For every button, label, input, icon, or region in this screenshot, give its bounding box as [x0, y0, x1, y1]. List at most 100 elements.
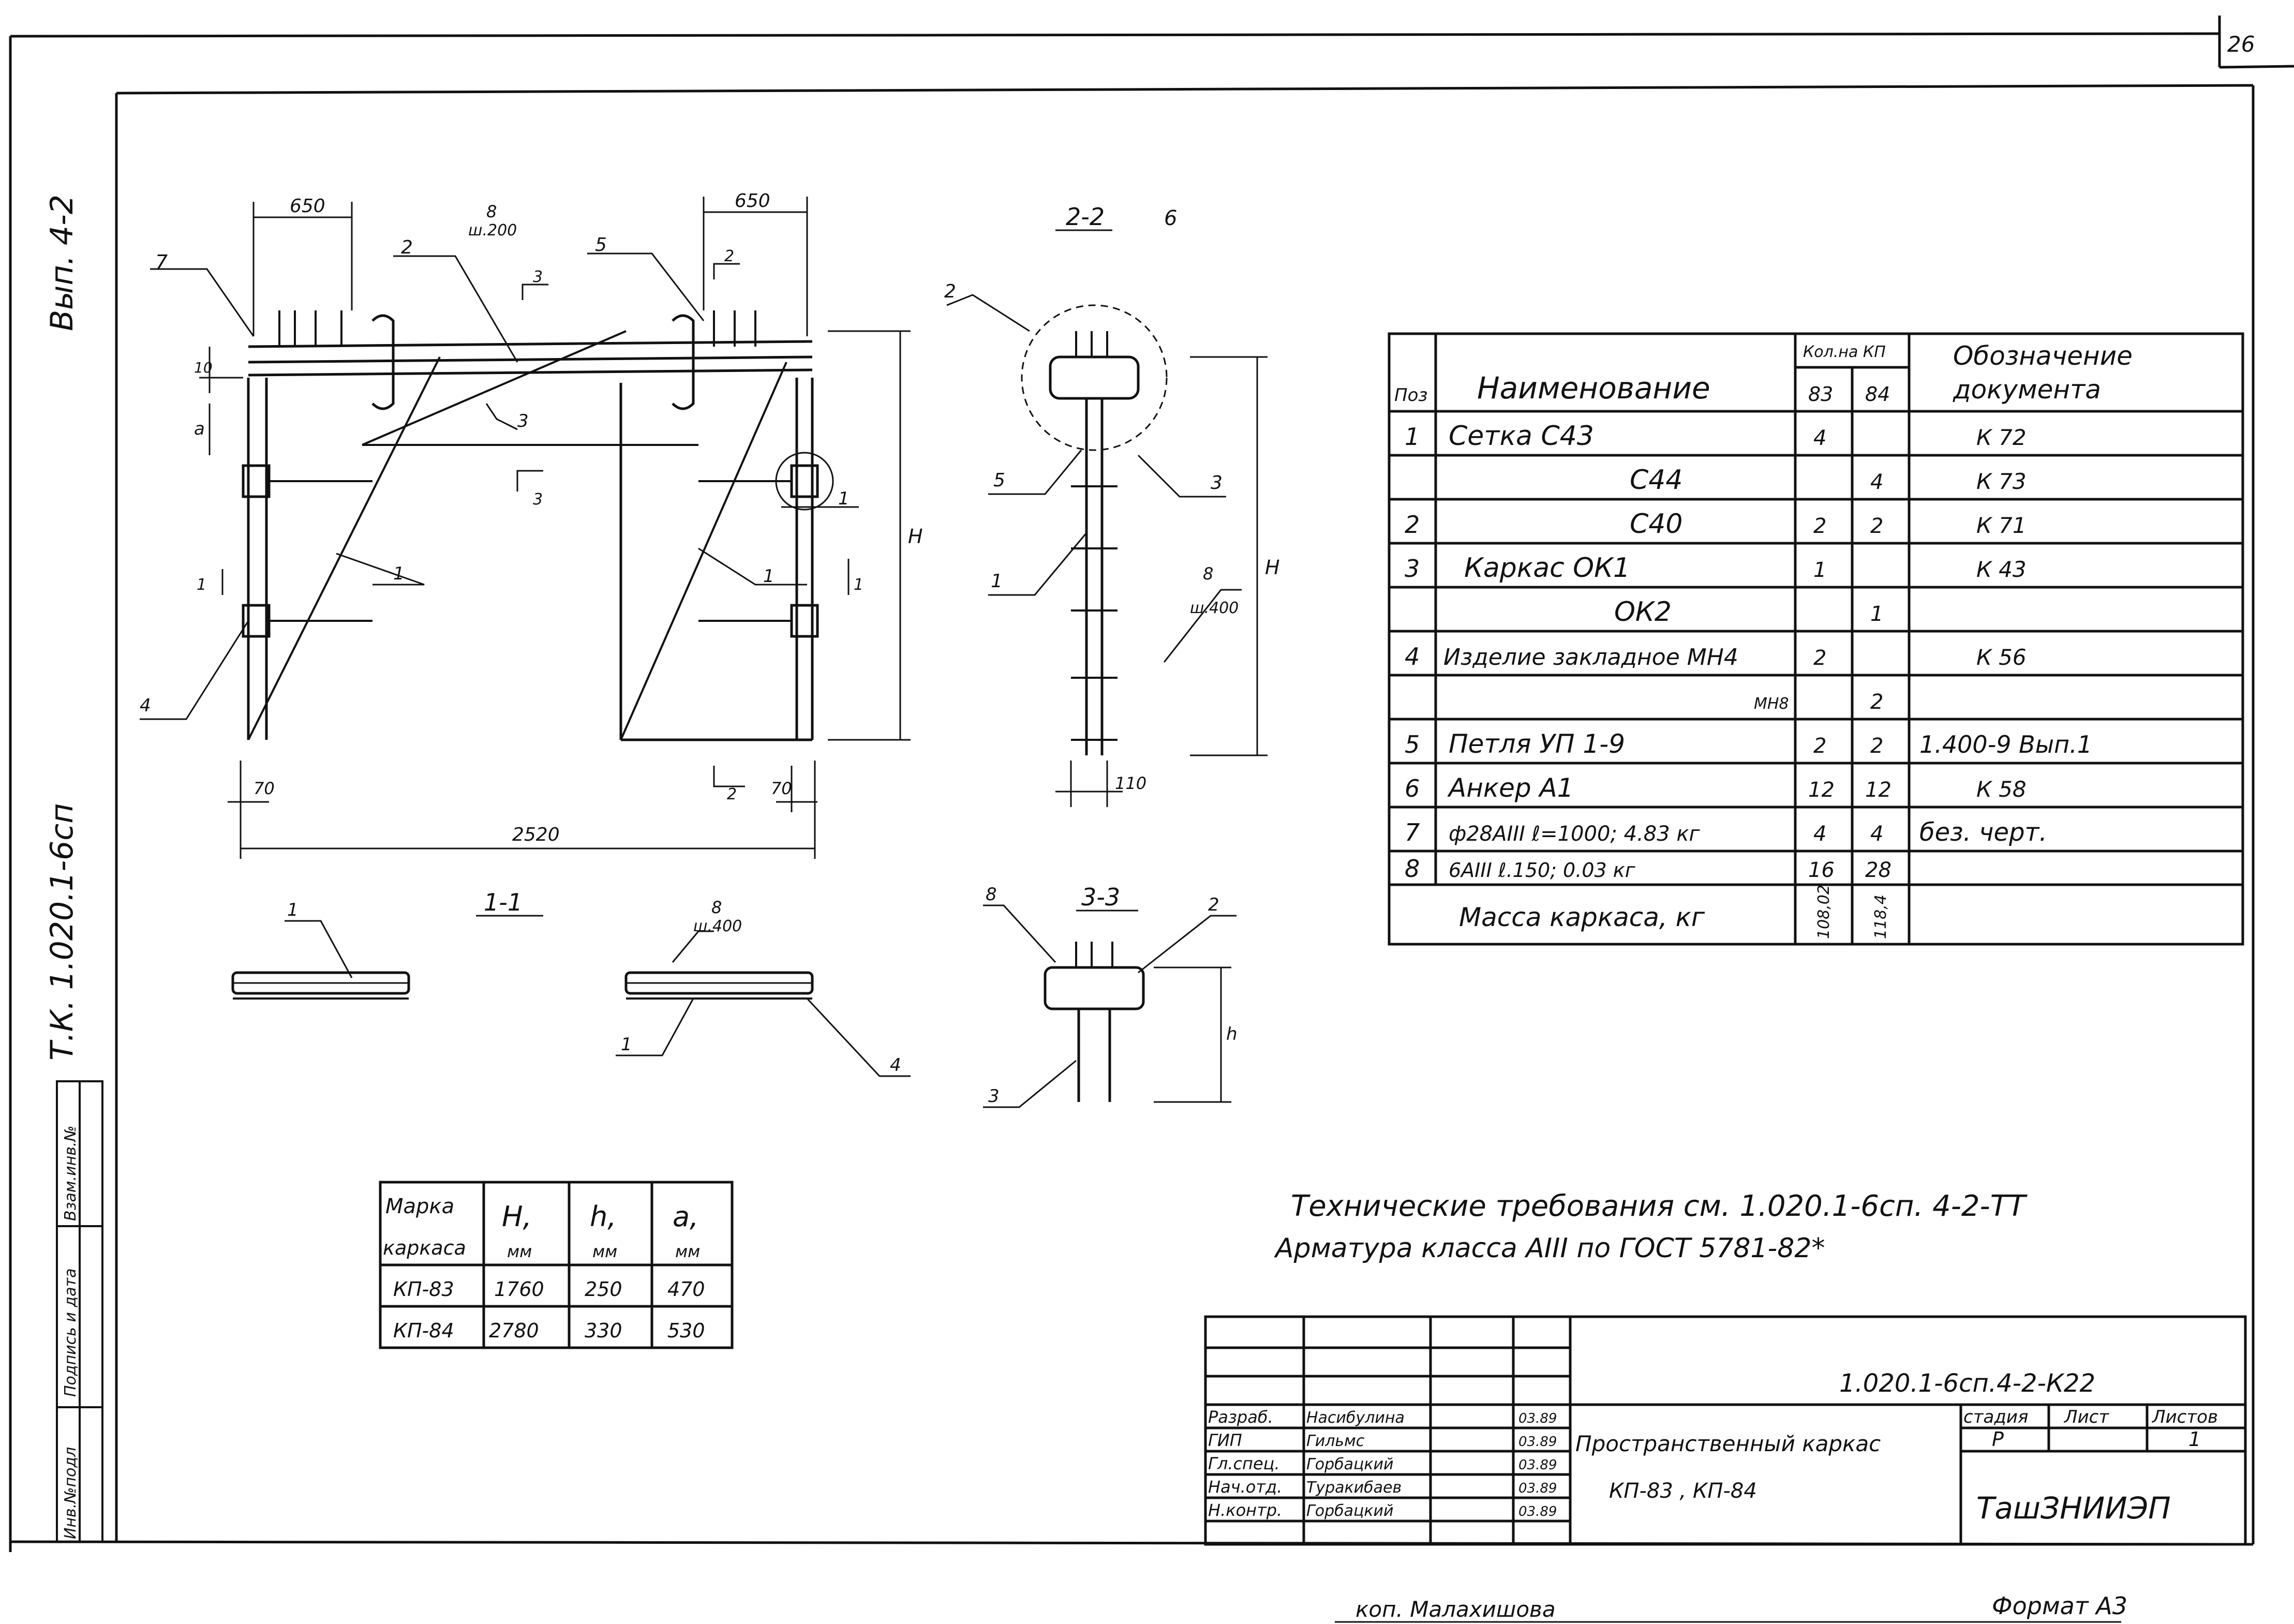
callout-1-right: 1	[838, 488, 850, 509]
tb-stage-lbl: стадия	[1963, 1407, 2028, 1427]
stamp-sign-date: Подпись и дата	[62, 1269, 80, 1397]
v11-callout-1b: 1	[621, 1034, 632, 1055]
note-line-2: Арматура класса АIII по ГОСТ 5781-82*	[1274, 1233, 1825, 1264]
spec-table: Поз Наименование Кол.на КП 83 84 Обознач…	[1388, 332, 2244, 946]
svg-text:Н.контр.: Н.контр.	[1208, 1500, 1282, 1520]
mark-hdr-h: h,	[590, 1200, 616, 1233]
section-1-left: 1	[197, 576, 206, 594]
front-view	[140, 197, 911, 859]
svg-text:3: 3	[1405, 555, 1420, 583]
note-8: 8	[486, 202, 497, 221]
svg-text:1: 1	[1813, 558, 1826, 582]
svg-text:Гильмс: Гильмс	[1306, 1432, 1365, 1450]
svg-text:Разраб.: Разраб.	[1208, 1407, 1273, 1427]
svg-text:Насибулина: Насибулина	[1306, 1409, 1405, 1427]
svg-text:28: 28	[1865, 858, 1891, 882]
tb-sheets-lbl: Листов	[2151, 1407, 2218, 1427]
svg-text:К 73: К 73	[1976, 469, 2027, 494]
svg-text:7: 7	[1405, 818, 1420, 846]
section-2-bottom: 2	[727, 785, 737, 803]
section-2-2-labels: 2-2 6 2 5 3 1 8 ш.400 Н 110	[944, 203, 1280, 793]
spec-row: 8 6АIII ℓ.150; 0.03 кг 16 28	[1405, 855, 1891, 883]
svg-text:Анкер А1: Анкер А1	[1447, 773, 1574, 803]
svg-text:4: 4	[1813, 822, 1826, 846]
mark-row: КП-84 2780 330 530	[393, 1319, 705, 1342]
unit-H: мм	[507, 1242, 532, 1261]
section-2-2	[946, 229, 1268, 807]
svg-text:12: 12	[1865, 778, 1891, 802]
tb-code: 1.020.1-6сп.4-2-К22	[1839, 1369, 2095, 1398]
edition-label: Вып. 4-2	[44, 195, 80, 331]
dim-70-left: 70	[254, 779, 275, 798]
mass-83: 108,02	[1815, 885, 1833, 939]
stamp-replace-inv: Взам.инв.№	[62, 1125, 80, 1221]
spec-row: 1 Сетка С43 4 К 72	[1405, 421, 2027, 452]
svg-text:03.89: 03.89	[1518, 1434, 1557, 1450]
svg-text:К 56: К 56	[1976, 645, 2027, 670]
mass-84: 118,4	[1872, 895, 1890, 939]
ss-callout-1: 1	[991, 571, 1003, 592]
dim-H-main: Н	[908, 525, 923, 548]
mark-hdr-a: а,	[673, 1200, 698, 1233]
svg-text:470: 470	[667, 1278, 705, 1301]
svg-text:С44: С44	[1630, 465, 1682, 496]
callout-1-left: 1	[393, 563, 405, 584]
svg-text:Сетка С43: Сетка С43	[1449, 421, 1594, 452]
svg-text:КП-83: КП-83	[393, 1278, 454, 1301]
svg-text:03.89: 03.89	[1518, 1457, 1557, 1473]
svg-text:без. черт.: без. черт.	[1919, 818, 2047, 847]
svg-text:2: 2	[1405, 511, 1420, 539]
section-3-bottom: 3	[533, 490, 543, 509]
svg-text:03.89: 03.89	[1518, 1411, 1557, 1426]
note-sh200: ш.200	[468, 221, 517, 240]
svg-text:1760: 1760	[494, 1278, 544, 1301]
hdr-doc-2: документа	[1953, 375, 2101, 405]
mark-hdr-H: Н,	[502, 1200, 532, 1233]
unit-h: мм	[592, 1242, 617, 1261]
section-1-1-title: 1-1	[484, 888, 523, 916]
callout-7: 7	[155, 251, 168, 274]
mark-row: КП-83 1760 250 470	[393, 1278, 705, 1301]
svg-text:6АIII ℓ.150; 0.03 кг: 6АIII ℓ.150; 0.03 кг	[1449, 859, 1636, 882]
hdr-pos: Поз	[1394, 385, 1427, 406]
hdr-doc-1: Обозначение	[1953, 341, 2133, 371]
mark-hdr-2: каркаса	[383, 1236, 466, 1259]
svg-text:Горбацкий: Горбацкий	[1306, 1455, 1394, 1473]
svg-text:12: 12	[1808, 778, 1835, 802]
hdr-qty: Кол.на КП	[1803, 343, 1886, 361]
svg-text:2: 2	[1813, 734, 1826, 758]
unit-a: мм	[675, 1242, 700, 1261]
svg-text:МН8: МН8	[1754, 695, 1789, 713]
svg-text:1.400-9 Вып.1: 1.400-9 Вып.1	[1919, 731, 2092, 758]
callout-3: 3	[517, 411, 529, 431]
section-1-right: 1	[854, 576, 863, 594]
tb-stage: Р	[1992, 1428, 2004, 1451]
ss-callout-5: 5	[993, 470, 1005, 491]
svg-text:КП-84: КП-84	[393, 1319, 454, 1342]
spec-row: 3 Каркас ОК1 1 К 43	[1405, 553, 2027, 584]
svg-text:2: 2	[1870, 734, 1883, 758]
svg-text:Изделие закладное МН4: Изделие закладное МН4	[1443, 644, 1738, 671]
svg-text:К 72: К 72	[1976, 425, 2027, 450]
dim-a: а	[194, 419, 205, 439]
dim-70-right: 70	[771, 779, 792, 798]
svg-text:Гл.спец.: Гл.спец.	[1208, 1454, 1280, 1473]
svg-text:5: 5	[1405, 731, 1420, 758]
svg-text:2: 2	[1870, 514, 1883, 538]
sheet-frame	[9, 16, 2294, 1552]
svg-text:250: 250	[585, 1278, 622, 1301]
v33-callout-3: 3	[988, 1086, 1000, 1107]
callout-2: 2	[401, 237, 413, 258]
dim-650-left: 650	[290, 196, 325, 217]
hdr-name: Наименование	[1477, 370, 1710, 406]
svg-text:03.89: 03.89	[1518, 1504, 1557, 1519]
spec-row: 7 ф28АIII ℓ=1000; 4.83 кг 4 4 без. черт.	[1405, 818, 2047, 847]
spec-row: ОК2 1	[1614, 597, 1883, 628]
svg-text:Горбацкий: Горбацкий	[1306, 1502, 1394, 1520]
svg-text:Каркас ОК1: Каркас ОК1	[1464, 553, 1630, 584]
svg-text:2: 2	[1870, 690, 1883, 714]
mass-label: Масса каркаса, кг	[1459, 902, 1705, 932]
svg-text:4: 4	[1870, 470, 1883, 494]
tb-sheet-lbl: Лист	[2063, 1407, 2109, 1427]
